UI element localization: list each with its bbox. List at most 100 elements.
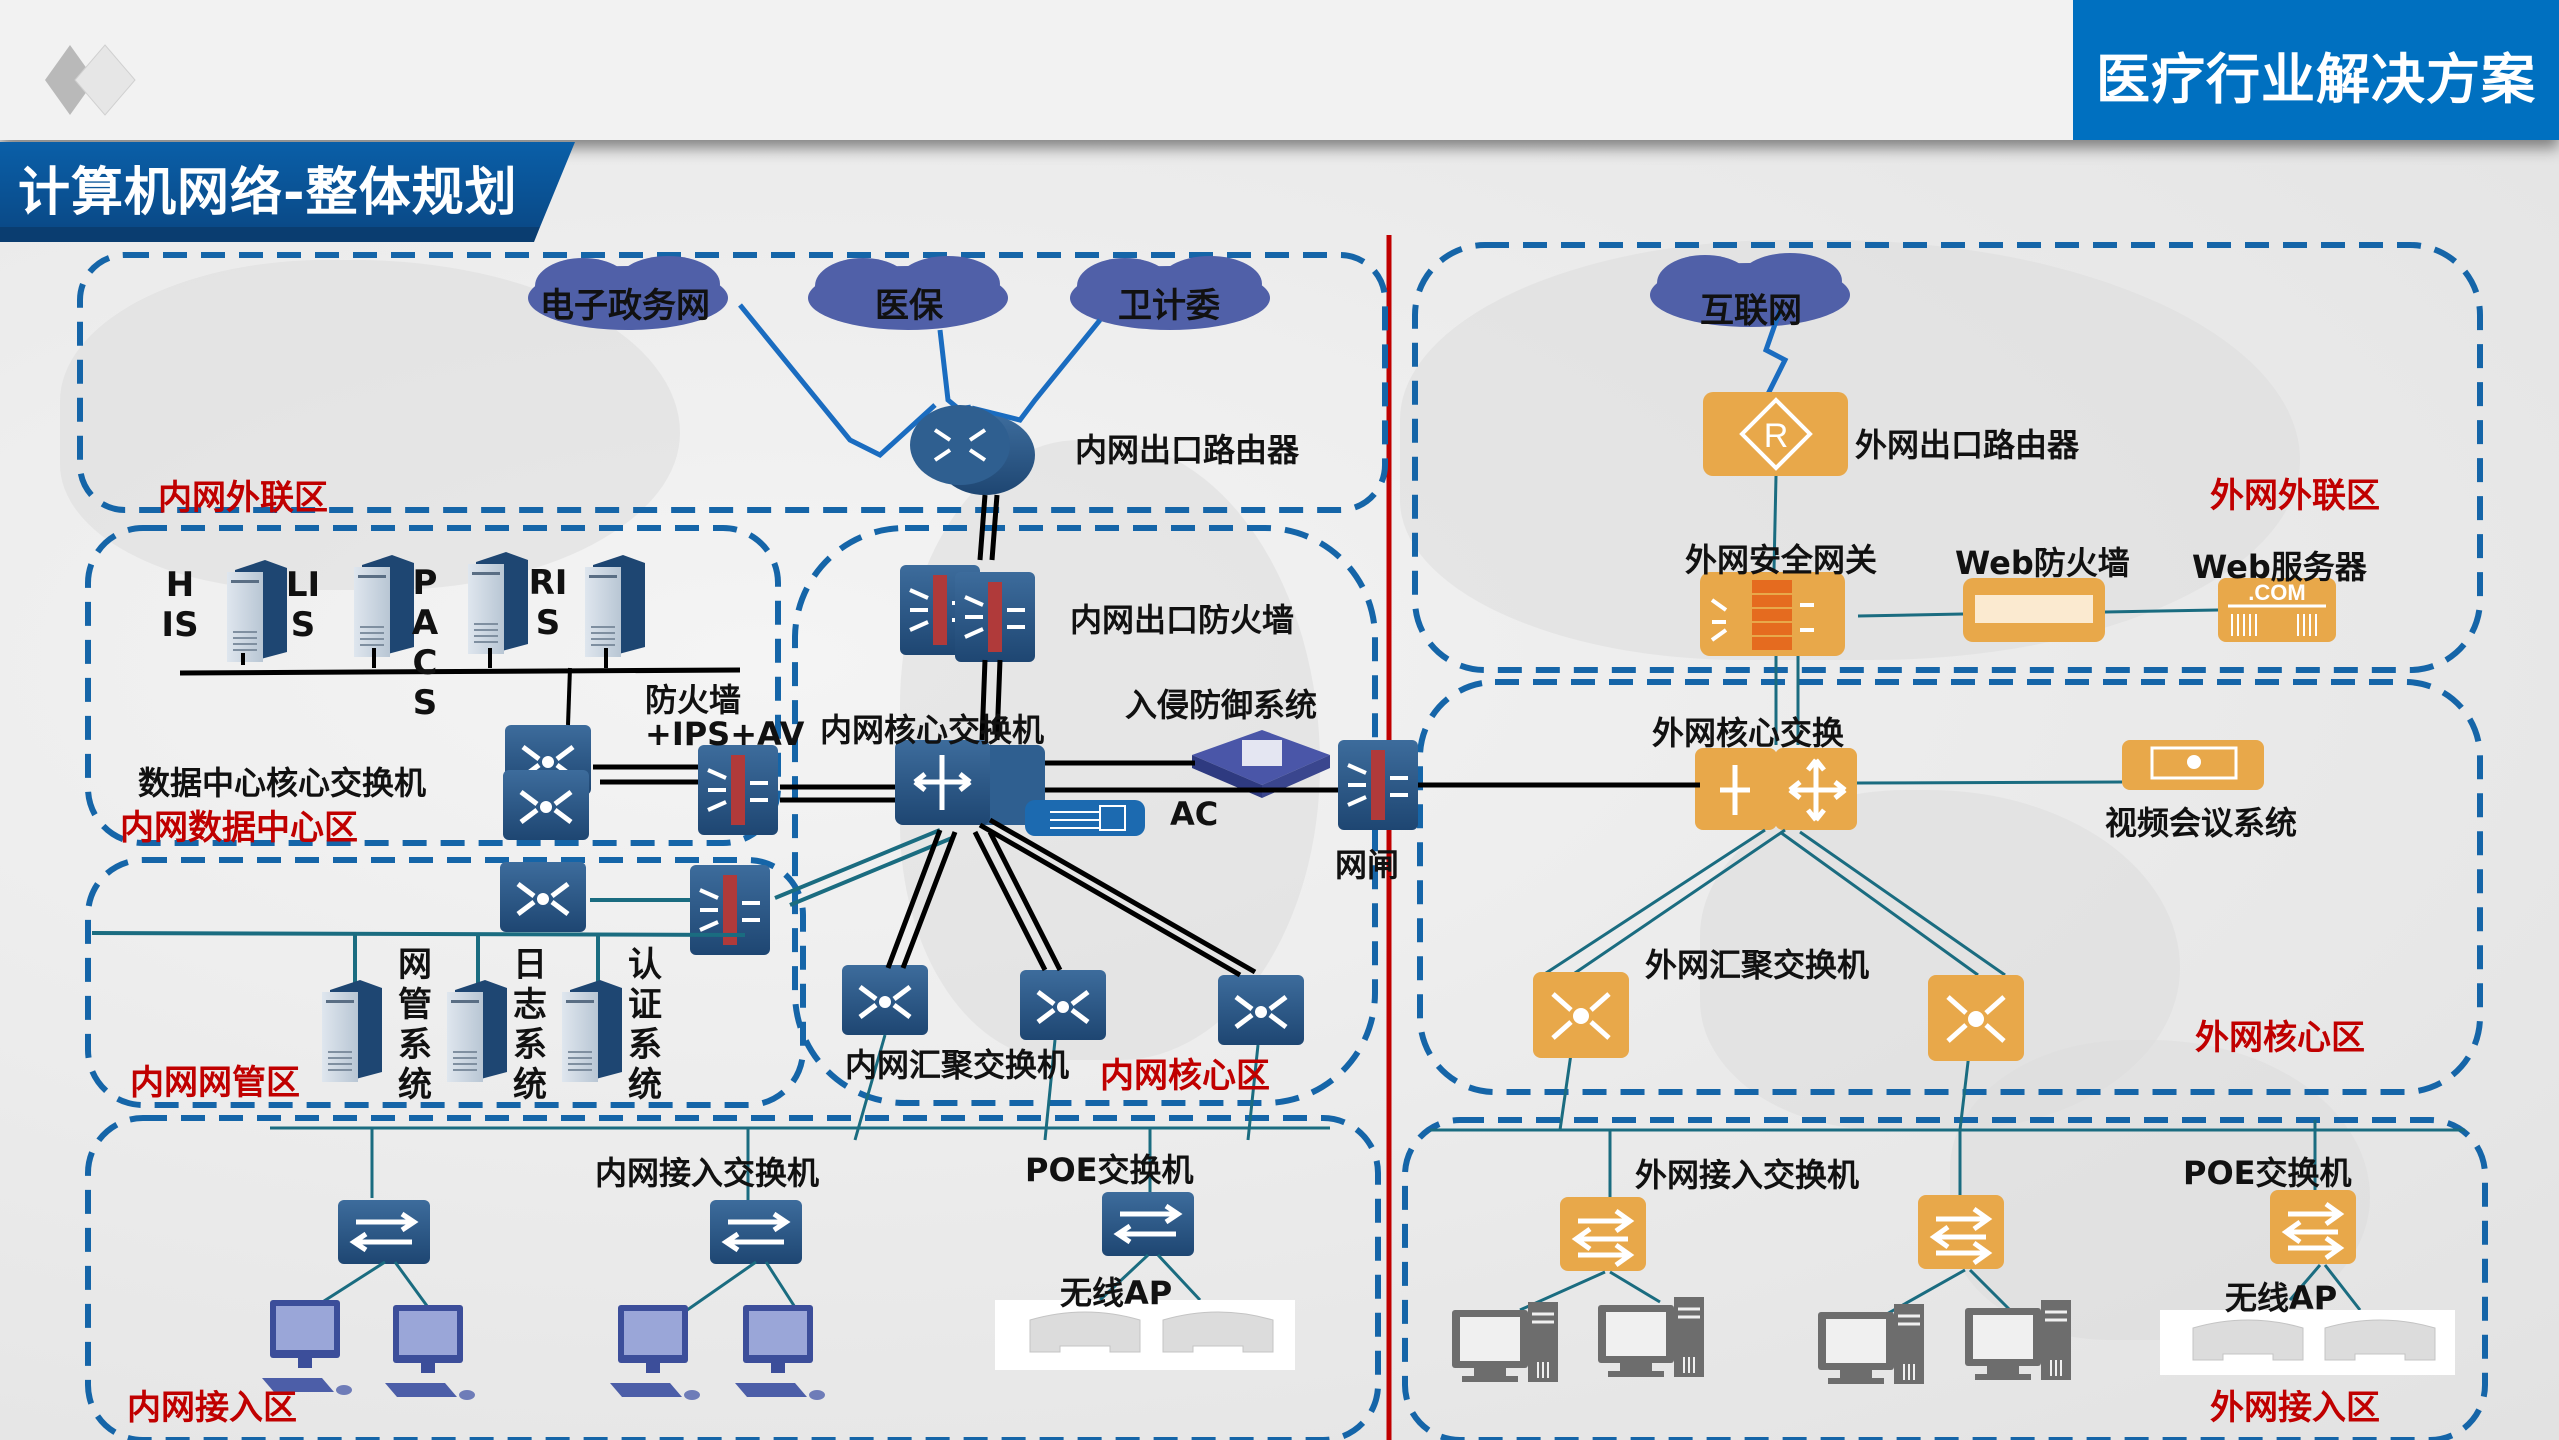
- label-intranet-exit-firewall: 内网出口防火墙: [1070, 601, 1295, 639]
- zone-label-extranet-external: 外网外联区: [2210, 476, 2380, 516]
- label-extranet-aggregation-switch: 外网汇聚交换机: [1645, 946, 1870, 984]
- mgmt-label-auth: 认证系统: [628, 945, 662, 1105]
- server-label-ris: RIS: [528, 563, 568, 643]
- zone-label-extranet-core: 外网核心区: [2195, 1018, 2365, 1058]
- svg-text:R: R: [1764, 417, 1789, 455]
- extranet-access-switch-icon: [1560, 1197, 1646, 1271]
- web-firewall-icon: [1963, 578, 2105, 642]
- router-icon: R: [1703, 392, 1848, 476]
- svg-text:.COM: .COM: [2248, 580, 2305, 605]
- access-switch-icon: [710, 1200, 802, 1264]
- server-icon: [561, 979, 623, 1083]
- web-server-icon: .COM: [2218, 578, 2336, 642]
- server-icon: [226, 559, 288, 663]
- server-label-lis: LIS: [285, 565, 321, 645]
- label-ips: 入侵防御系统: [1125, 686, 1318, 724]
- wireless-ap-icon: [2324, 1319, 2436, 1361]
- server-label-pacs: PACS: [411, 563, 439, 723]
- label-video-conf: 视频会议系统: [2105, 804, 2298, 842]
- zone-label-intranet-external: 内网外联区: [158, 478, 328, 518]
- extranet-poe-switch-icon: [2270, 1190, 2356, 1264]
- zone-label-intranet-datacenter: 内网数据中心区: [120, 808, 358, 848]
- cloud-label-internet: 互联网: [1700, 291, 1802, 331]
- aggregation-switch-icon: [842, 965, 928, 1035]
- ac-icon: [1025, 800, 1145, 836]
- pc-icon: [1816, 1302, 1926, 1386]
- label-security-gateway: 外网安全网关: [1685, 541, 1878, 579]
- extranet-aggregation-switch-icon: [1928, 975, 2024, 1061]
- cloud-label-insurance: 医保: [875, 286, 943, 326]
- label-extranet-wireless-ap: 无线AP: [2225, 1279, 2338, 1317]
- pc-icon: [385, 1305, 475, 1400]
- page-title: 计算机网络-整体规划: [18, 163, 518, 223]
- label-intranet-core-switch: 内网核心交换机: [820, 711, 1045, 749]
- zone-label-intranet-access: 内网接入区: [127, 1388, 297, 1428]
- title-banner: [0, 142, 575, 242]
- server-icon: [446, 979, 508, 1083]
- label-extranet-access-switch: 外网接入交换机: [1635, 1156, 1860, 1194]
- wireless-ap-icon: [1029, 1311, 1141, 1353]
- label-web-firewall: Web防火墙: [1955, 544, 2130, 582]
- access-switch-icon: [338, 1200, 430, 1264]
- zone-extranet-core-border: [1417, 679, 2483, 1095]
- server-icon: [467, 551, 529, 655]
- wireless-ap-icon: [2192, 1319, 2304, 1361]
- core-switch-icon: [895, 740, 1045, 825]
- label-ac: AC: [1170, 795, 1219, 833]
- cloud-label-health-commission: 卫计委: [1118, 286, 1220, 326]
- mgmt-switch-icon: [500, 862, 586, 932]
- pc-icon: [1963, 1298, 2073, 1382]
- video-conf-icon: [2122, 740, 2264, 790]
- label-dc-firewall-ips-av: +IPS+AV: [645, 715, 805, 753]
- logo-icon: [45, 44, 136, 116]
- router-icon: [910, 405, 1035, 495]
- label-dc-core-switch: 数据中心核心交换机: [138, 764, 427, 802]
- label-intranet-exit-router: 内网出口路由器: [1075, 431, 1300, 469]
- poe-switch-icon: [1102, 1192, 1194, 1256]
- extranet-aggregation-switch-icon: [1533, 972, 1629, 1058]
- mgmt-label-nms: 网管系统: [398, 945, 432, 1105]
- pc-icon: [1596, 1295, 1706, 1379]
- dc-firewall-icon: [696, 743, 780, 837]
- label-dc-firewall: 防火墙: [645, 681, 742, 719]
- zone-intranet-datacenter-border: [85, 525, 781, 846]
- server-label-his: HIS: [161, 565, 199, 645]
- extranet-access-switch-icon: [1918, 1195, 2004, 1269]
- dc-core-switch-icon: [503, 770, 589, 840]
- cloud-label-egov: 电子政务网: [540, 286, 710, 326]
- aggregation-switch-icon: [1020, 970, 1106, 1040]
- label-extranet-core-switch: 外网核心交换: [1652, 714, 1845, 752]
- label-web-server: Web服务器: [2192, 548, 2367, 586]
- zone-extranet-external-border: [1412, 242, 2483, 673]
- label-poe-switch: POE交换机: [1025, 1151, 1194, 1189]
- label-extranet-exit-router: 外网出口路由器: [1855, 426, 2080, 464]
- zone-extranet-access-border: [1402, 1117, 2488, 1440]
- zone-label-intranet-management: 内网网管区: [130, 1063, 300, 1103]
- label-extranet-poe-switch: POE交换机: [2183, 1154, 2352, 1192]
- zone-label-intranet-core: 内网核心区: [1100, 1056, 1270, 1096]
- label-aggregation-switch: 内网汇聚交换机: [845, 1046, 1070, 1084]
- zone-intranet-access-border: [85, 1115, 1381, 1440]
- label-wireless-ap: 无线AP: [1060, 1274, 1173, 1312]
- pc-icon: [1450, 1300, 1560, 1384]
- server-icon: [321, 979, 383, 1083]
- server-icon: [584, 554, 646, 658]
- label-access-switch: 内网接入交换机: [595, 1154, 820, 1192]
- mgmt-firewall-icon: [688, 863, 772, 957]
- mgmt-label-log: 日志系统: [513, 945, 547, 1105]
- pc-icon: [610, 1305, 700, 1400]
- wireless-ap-icon: [1162, 1311, 1274, 1353]
- extranet-core-switch-icon: [1695, 748, 1857, 830]
- aggregation-switch-icon: [1218, 975, 1304, 1045]
- zone-intranet-core-border: [792, 525, 1378, 1106]
- security-gateway-icon: [1700, 572, 1845, 656]
- zone-intranet-external-border: [77, 252, 1388, 513]
- gatekeeper-icon: [1336, 738, 1420, 832]
- brand-banner: 医疗行业解决方案: [2073, 0, 2559, 140]
- exit-firewall-icon: [953, 570, 1037, 664]
- pc-icon: [735, 1305, 825, 1400]
- label-gatekeeper: 网闸: [1335, 846, 1400, 884]
- ips-icon: [1192, 730, 1330, 798]
- zone-label-extranet-access: 外网接入区: [2210, 1388, 2380, 1428]
